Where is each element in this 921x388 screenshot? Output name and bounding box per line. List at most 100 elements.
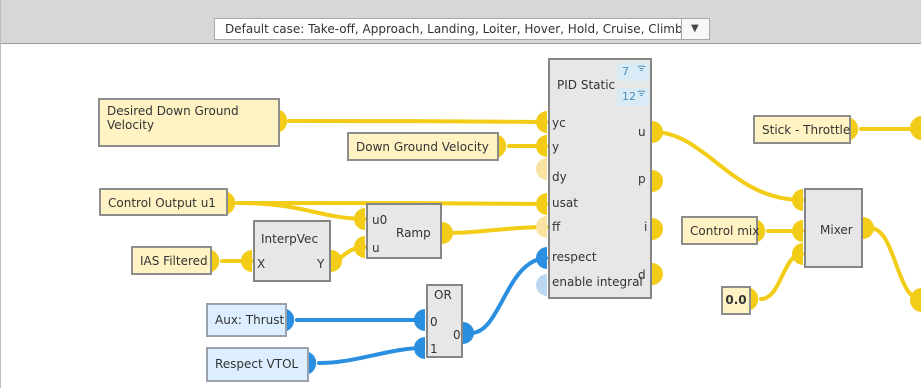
constant-value-label: 0.0 (725, 293, 747, 307)
pid-output-p: p (638, 172, 646, 186)
port-pid-u[interactable] (652, 121, 663, 143)
stick-throttle-node[interactable]: Stick - Throttle (753, 115, 851, 144)
case-toolbar: Default case: Take-off, Approach, Landin… (1, 0, 921, 44)
wifi-signal-icon: ᯤ (636, 63, 646, 74)
port-pid-p[interactable] (652, 170, 663, 192)
pid-tag-12[interactable]: 12 ᯤ (617, 88, 649, 106)
desired-down-ground-velocity-line-2: Velocity (107, 118, 155, 132)
pid-input-usat: usat (552, 196, 578, 210)
port-output-desired[interactable] (280, 110, 288, 132)
chevron-down-icon: ▼ (691, 23, 699, 34)
or-input-0-label: 0 (430, 315, 438, 329)
case-dropdown-label: Default case: Take-off, Approach, Landin… (225, 22, 683, 36)
port-output-control-output[interactable] (228, 192, 236, 214)
wire-mixer-out-to-right[interactable] (868, 226, 921, 302)
pid-input-y: y (552, 140, 560, 154)
port-output-stick[interactable] (851, 118, 859, 140)
port-output-zero[interactable] (751, 288, 759, 310)
port-interpvec-y[interactable] (331, 250, 342, 272)
port-interpvec-x[interactable] (241, 250, 252, 272)
port-or-input-1[interactable] (414, 337, 425, 359)
or-title: OR (434, 288, 452, 302)
down-ground-velocity-label: Down Ground Velocity (356, 140, 489, 154)
control-mix-node[interactable]: Control mix (681, 216, 760, 245)
pid-tag-12-value: 12 (622, 90, 636, 103)
port-ramp-u0[interactable] (354, 208, 365, 230)
ramp-title: Ramp (396, 226, 431, 240)
pid-tag-7-value: 7 (622, 65, 629, 78)
aux-thrust-label: Aux: Thrust (215, 313, 285, 327)
respect-vtol-node[interactable]: Respect VTOL (206, 347, 309, 382)
port-pid-respect[interactable] (536, 247, 547, 269)
port-right-top[interactable] (910, 116, 921, 140)
port-mixer-output[interactable] (863, 217, 874, 239)
case-dropdown-button[interactable]: ▼ (681, 19, 709, 39)
port-output-down-ground[interactable] (499, 135, 507, 157)
port-output-respect-vtol[interactable] (309, 352, 317, 374)
wire-desired-down-to-yc[interactable] (287, 119, 548, 124)
pid-tag-7[interactable]: 7 ᯤ (617, 63, 649, 81)
port-pid-d[interactable] (652, 263, 663, 285)
port-pid-y[interactable] (536, 135, 547, 157)
wire-pid-u-to-mixer[interactable] (651, 130, 804, 202)
pid-input-enable-integral: enable integral (552, 275, 643, 289)
interpvec-block[interactable]: InterpVec X Y (253, 220, 331, 282)
aux-thrust-node[interactable]: Aux: Thrust (206, 303, 287, 337)
port-pid-enable-integral[interactable] (536, 274, 547, 296)
pid-static-block[interactable]: PID Static 7 ᯤ 12 ᯤ yc y dy usat ff resp… (548, 58, 652, 299)
or-output-0-label: 0 (453, 328, 461, 342)
port-mixer-input-3[interactable] (792, 243, 803, 265)
mixer-title: Mixer (820, 223, 853, 237)
pid-static-title: PID Static (557, 78, 616, 92)
stick-throttle-label: Stick - Throttle (762, 123, 851, 137)
mixer-block[interactable]: Mixer (804, 188, 863, 268)
port-pid-yc[interactable] (536, 111, 547, 133)
port-set (212, 110, 921, 374)
ramp-u0-port-label: u0 (372, 213, 388, 227)
or-input-1-label: 1 (430, 342, 438, 356)
wire-ramp-to-ff[interactable] (448, 225, 548, 235)
port-pid-i[interactable] (652, 218, 663, 240)
ramp-block[interactable]: u0 Ramp u (366, 203, 442, 259)
control-output-u1-label: Control Output u1 (108, 196, 216, 210)
pid-output-i: i (644, 220, 648, 234)
control-output-u1-node[interactable]: Control Output u1 (99, 188, 228, 216)
ias-filtered-label: IAS Filtered (140, 254, 208, 268)
port-ramp-u[interactable] (354, 236, 365, 258)
port-mixer-input-2[interactable] (792, 220, 803, 242)
desired-down-ground-velocity-node[interactable]: Desired Down Ground Velocity (98, 98, 280, 147)
port-pid-dy[interactable] (536, 158, 547, 180)
wire-respect-vtol-to-or[interactable] (317, 346, 425, 365)
port-output-ias[interactable] (212, 250, 220, 272)
port-or-output[interactable] (463, 322, 474, 344)
pid-output-u: u (638, 125, 646, 139)
port-pid-ff[interactable] (536, 216, 547, 238)
pid-input-dy: dy (552, 170, 567, 184)
wifi-signal-icon: ᯤ (636, 88, 646, 99)
respect-vtol-label: Respect VTOL (215, 357, 299, 371)
ias-filtered-node[interactable]: IAS Filtered (131, 246, 212, 275)
down-ground-velocity-node[interactable]: Down Ground Velocity (347, 132, 499, 161)
or-block[interactable]: OR 0 0 1 (426, 284, 463, 358)
port-mixer-input-1[interactable] (792, 189, 803, 211)
pid-input-ff: ff (552, 220, 561, 234)
constant-value-node[interactable]: 0.0 (721, 286, 751, 315)
wire-control-output-to-ramp-u0[interactable] (235, 201, 367, 221)
port-output-control-mix[interactable] (758, 220, 766, 242)
interpvec-y-port-label: Y (317, 257, 325, 271)
pid-output-d: d (638, 268, 646, 282)
ramp-u-port-label: u (372, 241, 380, 255)
desired-down-ground-velocity-line-1: Desired Down Ground (107, 104, 239, 118)
port-or-input-0[interactable] (414, 309, 425, 331)
case-dropdown[interactable]: Default case: Take-off, Approach, Landin… (214, 18, 710, 40)
interpvec-title: InterpVec (261, 232, 319, 246)
pid-input-yc: yc (552, 116, 566, 130)
port-right-bottom[interactable] (910, 288, 921, 312)
control-mix-label: Control mix (690, 224, 760, 238)
pid-input-respect: respect (552, 250, 597, 264)
port-pid-usat[interactable] (536, 193, 547, 215)
port-ramp-output[interactable] (442, 222, 453, 244)
wire-or-to-respect[interactable] (469, 256, 548, 335)
port-output-aux-thrust[interactable] (287, 309, 295, 331)
